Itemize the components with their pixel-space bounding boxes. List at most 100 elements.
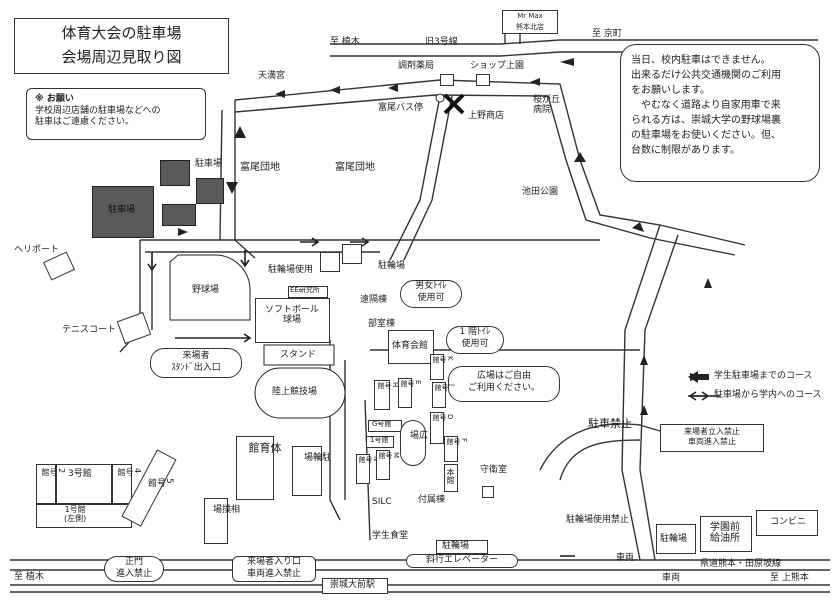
parking-prohibited: 駐車禁止 [588, 417, 632, 430]
building-e [398, 378, 412, 408]
building-3 [56, 464, 112, 504]
visitor-entry-callout: 来場者入り口 車両進入禁止 [232, 556, 316, 582]
bike-use-label: 駐輪場使用 [268, 265, 314, 275]
building-h [374, 380, 390, 410]
building-h-label: H 号 館 [377, 382, 399, 389]
gym-building [236, 436, 274, 500]
building-g-label: G号館 [372, 420, 392, 428]
stand-label: スタンド [280, 350, 317, 360]
visitor-gate-callout: 来場者立入禁止 車両進入禁止 [660, 424, 764, 452]
parking-lot-main [92, 186, 154, 238]
sumo-hall [204, 498, 228, 544]
plaza-label: 広 場 [408, 430, 427, 439]
building-4-label: 4 号 館 [117, 468, 142, 476]
building-m [376, 450, 390, 480]
plaza-oval [400, 420, 426, 466]
ee-label: EE研究所 [290, 286, 320, 294]
building-j-label: J 号 館 [434, 384, 456, 391]
building-4 [112, 464, 132, 504]
bike-parking-right [656, 524, 696, 554]
main-building [444, 464, 458, 492]
elevator-callout: 斜行エレベーター [406, 554, 518, 568]
prefectural-road: 県道熊本・田原坂線 [700, 559, 782, 569]
plaza-text: 広場はご自由 ご利用ください。 [467, 371, 540, 393]
annex-label: 付属棟 [418, 495, 446, 505]
visitor-entry-text: 来場者入り口 車両進入禁止 [246, 557, 301, 579]
building-1-label: 1号館 [370, 436, 389, 444]
visitor-stand-callout: 来場者 ｽﾀﾝﾄﾞ出入口 [150, 348, 242, 378]
building-j [432, 382, 446, 408]
busstop-label: 富尾バス停 [378, 103, 424, 113]
conv-label: コンビニ [770, 517, 807, 527]
parking-lot-main-label: 駐車場 [108, 205, 136, 215]
shop-box [476, 74, 490, 86]
heliport-label: ヘリポート [14, 245, 60, 255]
tomio-1-label: 富尾団地 [240, 162, 280, 173]
building-2 [36, 464, 56, 504]
hospital-label: 桜が丘 病院 [533, 95, 561, 115]
tomio-2-label: 富尾団地 [335, 162, 375, 173]
guard-label: 守衛室 [480, 465, 508, 475]
baseball-label: 野球場 [192, 285, 220, 295]
building-1-left-label: 1号館 (左側) [64, 505, 87, 523]
legend-to-school: 駐車場から学内へのコース [714, 390, 822, 400]
remote-label: 遠隔棟 [360, 295, 388, 305]
bike-parking-2 [342, 244, 362, 264]
request-heading: ※ お願い [35, 94, 74, 104]
parking-lot-2 [160, 160, 190, 186]
building-k [430, 354, 444, 380]
bike-label: 駐輪場 [378, 261, 406, 271]
bike-parking-right-label: 駐輪場 [660, 534, 688, 544]
mrmax-branch: 熊本北店 [516, 23, 544, 31]
toilet-mf-callout: 男女ﾄｲﾚ 使用可 [400, 280, 462, 308]
notice-text: 当日、校内駐車はできません。 出来るだけ公共交通機関のご利用 をお願いします。 … [631, 55, 781, 156]
toilet-1f-text: 1 階ﾄｲﾚ 使用可 [459, 327, 491, 349]
station-label: 崇城大前駅 [330, 580, 376, 590]
road-top-exit: 旧3号線 [425, 37, 458, 47]
station-box [322, 578, 388, 594]
softball-label: ソフトボール 球場 [265, 305, 320, 325]
building-f [444, 436, 458, 462]
ueno-shop-label: 上野商店 [468, 111, 505, 121]
convenience-store [756, 510, 818, 536]
main-gate-text: 正門 進入禁止 [115, 557, 152, 579]
ikeda-park-label: 池田公園 [522, 187, 559, 197]
request-body: 学校周辺店舗の駐車場などへの 駐車はご遠慮ください。 [35, 105, 161, 128]
building-n [356, 454, 370, 484]
request-box: ※ お願い 学校周辺店舗の駐車場などへの 駐車はご遠慮ください。 [26, 88, 206, 140]
toilet-1f-callout: 1 階ﾄｲﾚ 使用可 [446, 326, 504, 354]
building-5-label: 5 号 館 [146, 478, 174, 487]
building-2-label: 2 号 館 [41, 468, 66, 476]
softball-field [255, 298, 330, 343]
main-gate-callout: 正門 進入禁止 [104, 556, 164, 582]
title-line2: 会場周辺見取り図 [61, 48, 182, 66]
mrmax-label: Mr Max [517, 12, 543, 20]
road-top-right: 至 京町 [592, 29, 622, 39]
parking-lot-3 [196, 178, 224, 204]
sports-hall [388, 330, 434, 364]
tenmangu-label: 天満宮 [258, 71, 286, 81]
road-bottom-left: 至 植木 [14, 572, 44, 582]
legend-student-parking: 学生駐車場までのコース [714, 371, 813, 381]
athletic-label: 陸上競技場 [272, 387, 318, 397]
gym-label: 体 育 館 [247, 442, 282, 453]
plaza-callout: 広場はご自由 ご利用ください。 [448, 366, 560, 402]
visitor-gate-text: 来場者立入禁止 車両進入禁止 [684, 427, 740, 447]
building-e-label: E 号 館 [400, 380, 422, 387]
bike-parking-3 [292, 446, 322, 496]
building-3-label: 3号館 [68, 469, 92, 479]
club-label: 部室棟 [368, 319, 396, 329]
sumo-label: 相 撲 場 [211, 504, 239, 513]
notice-box: 当日、校内駐車はできません。 出来るだけ公共交通機関のご利用 をお願いします。 … [620, 44, 820, 182]
gas-label: 学園前 給油所 [710, 522, 740, 544]
bike-parking-1 [320, 252, 340, 272]
building-f-label: F 号 館 [446, 438, 468, 445]
toilet-mf-text: 男女ﾄｲﾚ 使用可 [415, 281, 447, 303]
shop-ueno-label: ショップ上園 [470, 61, 525, 71]
mrmax-box: Mr Max 熊本北店 [502, 10, 558, 34]
building-d [430, 412, 444, 444]
silc-label: SILC [372, 497, 392, 507]
building-k-label: K 号 館 [432, 356, 454, 363]
parking-lot-4-label: 駐車場 [195, 159, 223, 169]
pharmacy-label: 調剤薬局 [398, 61, 435, 71]
